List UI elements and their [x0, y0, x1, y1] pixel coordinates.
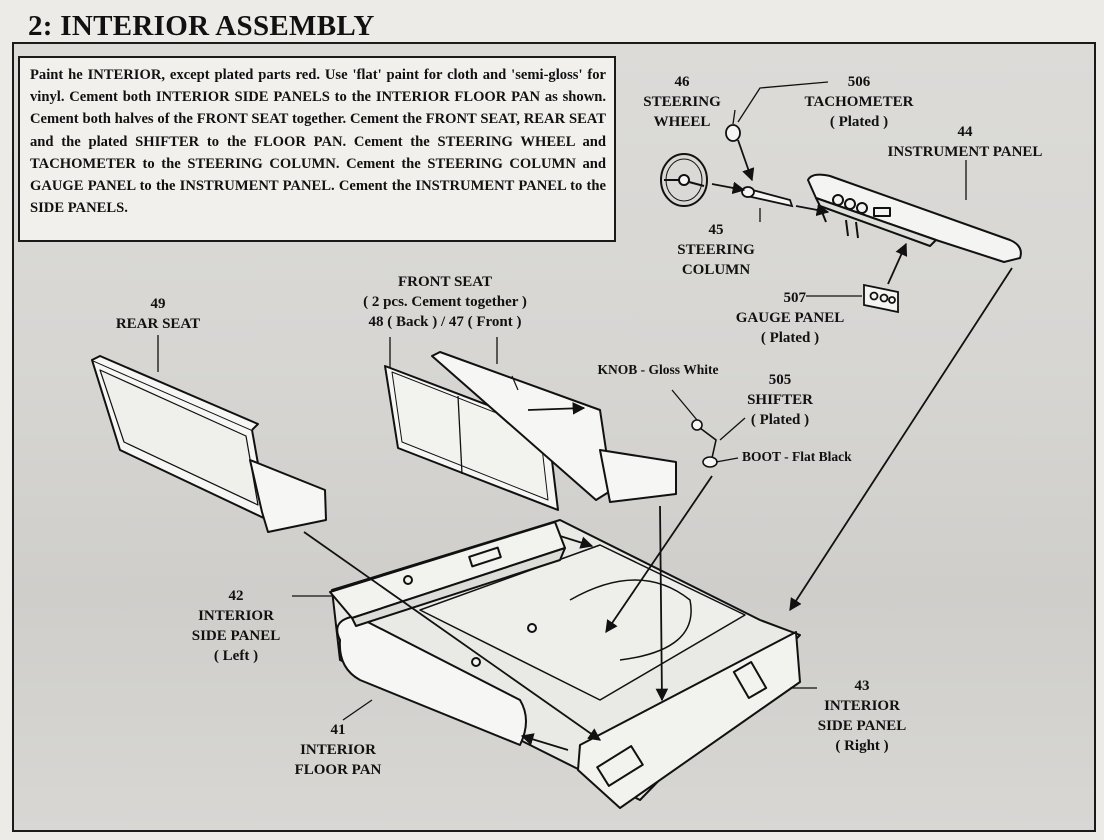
- gauge-panel-name: GAUGE PANEL: [735, 310, 845, 326]
- rear-seat-name: REAR SEAT: [115, 316, 201, 332]
- side-panel-right-number: 43: [854, 678, 870, 694]
- steering-wheel-name-1: STEERING: [643, 94, 721, 110]
- rear-seat-number: 49: [150, 296, 166, 312]
- steering-wheel-drawing: [660, 153, 708, 207]
- front-seat-front-drawing: [431, 351, 677, 503]
- steering-wheel-number: 46: [674, 74, 690, 90]
- side-panel-left-note: ( Left ): [213, 648, 259, 664]
- floor-pan-name-2: FLOOR PAN: [294, 762, 382, 778]
- page-title: 2: INTERIOR ASSEMBLY: [28, 10, 375, 42]
- front-seat-numbers: 48 ( Back ) / 47 ( Front ): [368, 314, 522, 330]
- gauge-panel-drawing: [863, 283, 899, 314]
- label-boot: BOOT - Flat Black: [742, 449, 852, 464]
- floor-pan-name-1: INTERIOR: [300, 742, 376, 758]
- label-side-panel-left: 42 INTERIOR SIDE PANEL ( Left ): [176, 586, 296, 666]
- steering-column-drawing: [741, 186, 794, 208]
- label-side-panel-right: 43 INTERIOR SIDE PANEL ( Right ): [802, 676, 922, 756]
- steering-column-name-2: COLUMN: [681, 262, 751, 278]
- label-instrument-panel: 44 INSTRUMENT PANEL: [868, 122, 1062, 162]
- instrument-panel-name: INSTRUMENT PANEL: [887, 144, 1043, 160]
- side-panel-left-name-2: SIDE PANEL: [191, 628, 281, 644]
- instrument-panel-number: 44: [957, 124, 973, 140]
- floor-pan-drawing: [331, 519, 801, 801]
- tachometer-note: ( Plated ): [829, 114, 889, 130]
- side-panel-right-name-2: SIDE PANEL: [817, 718, 907, 734]
- label-tachometer: 506 TACHOMETER ( Plated ): [790, 72, 928, 132]
- instructions-text: Paint he INTERIOR, except plated parts r…: [18, 56, 616, 242]
- tachometer-name: TACHOMETER: [804, 94, 914, 110]
- label-steering-column: 45 STEERING COLUMN: [666, 220, 766, 280]
- front-seat-name: FRONT SEAT: [397, 274, 493, 290]
- left-side-panel-drawing: [329, 521, 566, 627]
- leader-lines: [157, 81, 967, 721]
- label-knob: KNOB - Gloss White: [597, 362, 719, 377]
- label-rear-seat: 49 REAR SEAT: [98, 294, 218, 334]
- side-panel-right-note: ( Right ): [835, 738, 889, 754]
- shifter-number: 505: [768, 372, 792, 388]
- tachometer-drawing: [725, 124, 741, 142]
- shifter-name: SHIFTER: [747, 392, 813, 408]
- rear-seat-drawing: [91, 355, 327, 533]
- steering-wheel-name-2: WHEEL: [653, 114, 711, 130]
- side-panel-right-name-1: INTERIOR: [824, 698, 900, 714]
- right-side-panel-drawing: [577, 631, 801, 809]
- gauge-panel-note: ( Plated ): [760, 330, 820, 346]
- tachometer-number: 506: [847, 74, 871, 90]
- label-gauge-panel: 507 GAUGE PANEL ( Plated ): [720, 288, 860, 348]
- assembly-arrows: [303, 139, 1013, 751]
- shifter-drawing: [691, 419, 718, 468]
- steering-column-number: 45: [708, 222, 724, 238]
- steering-column-name-1: STEERING: [677, 242, 755, 258]
- label-floor-pan: 41 INTERIOR FLOOR PAN: [278, 720, 398, 780]
- floor-pan-number: 41: [330, 722, 346, 738]
- shifter-note: ( Plated ): [750, 412, 810, 428]
- label-steering-wheel: 46 STEERING WHEEL: [632, 72, 732, 132]
- instrument-panel-drawing: [807, 173, 1022, 263]
- gauge-panel-number: 507: [783, 290, 807, 306]
- front-seat-note: ( 2 pcs. Cement together ): [363, 294, 527, 310]
- side-panel-left-number: 42: [228, 588, 244, 604]
- label-front-seat: FRONT SEAT ( 2 pcs. Cement together ) 48…: [332, 272, 558, 332]
- side-panel-left-name-1: INTERIOR: [198, 608, 274, 624]
- label-shifter: 505 SHIFTER ( Plated ): [734, 370, 826, 430]
